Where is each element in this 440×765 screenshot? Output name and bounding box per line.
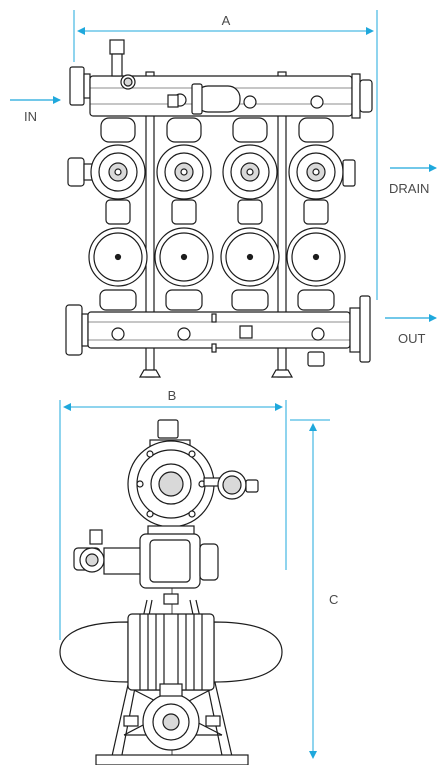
side-filter-body bbox=[59, 593, 283, 691]
pressure-gauge bbox=[109, 39, 136, 90]
filter-column-4 bbox=[286, 117, 346, 311]
outlet-label: OUT bbox=[398, 331, 426, 346]
side-pressure-gauge bbox=[203, 470, 259, 500]
side-outlet-flange bbox=[123, 683, 221, 751]
dimension-a-label: A bbox=[222, 13, 231, 28]
outlet-manifold bbox=[65, 295, 371, 367]
dimension-b bbox=[59, 400, 287, 640]
dimension-b-label: B bbox=[168, 388, 177, 403]
dimension-c bbox=[290, 419, 330, 759]
filter-column-1 bbox=[88, 117, 148, 311]
side-backwash-valve bbox=[73, 529, 219, 589]
frame-legs bbox=[138, 71, 294, 378]
side-view bbox=[59, 419, 283, 765]
side-inlet-flange bbox=[127, 419, 215, 547]
filter-column-3 bbox=[220, 117, 280, 311]
drain-side-valve bbox=[67, 157, 95, 187]
filter-column-2 bbox=[154, 117, 214, 311]
filter-columns bbox=[88, 117, 346, 311]
front-view bbox=[65, 39, 373, 378]
dimension-a bbox=[73, 10, 378, 300]
inlet-label: IN bbox=[24, 109, 37, 124]
drain-label: DRAIN bbox=[389, 181, 429, 196]
inlet-manifold bbox=[69, 66, 373, 119]
dimension-c-label: C bbox=[329, 592, 338, 607]
drain-collector bbox=[342, 159, 356, 187]
